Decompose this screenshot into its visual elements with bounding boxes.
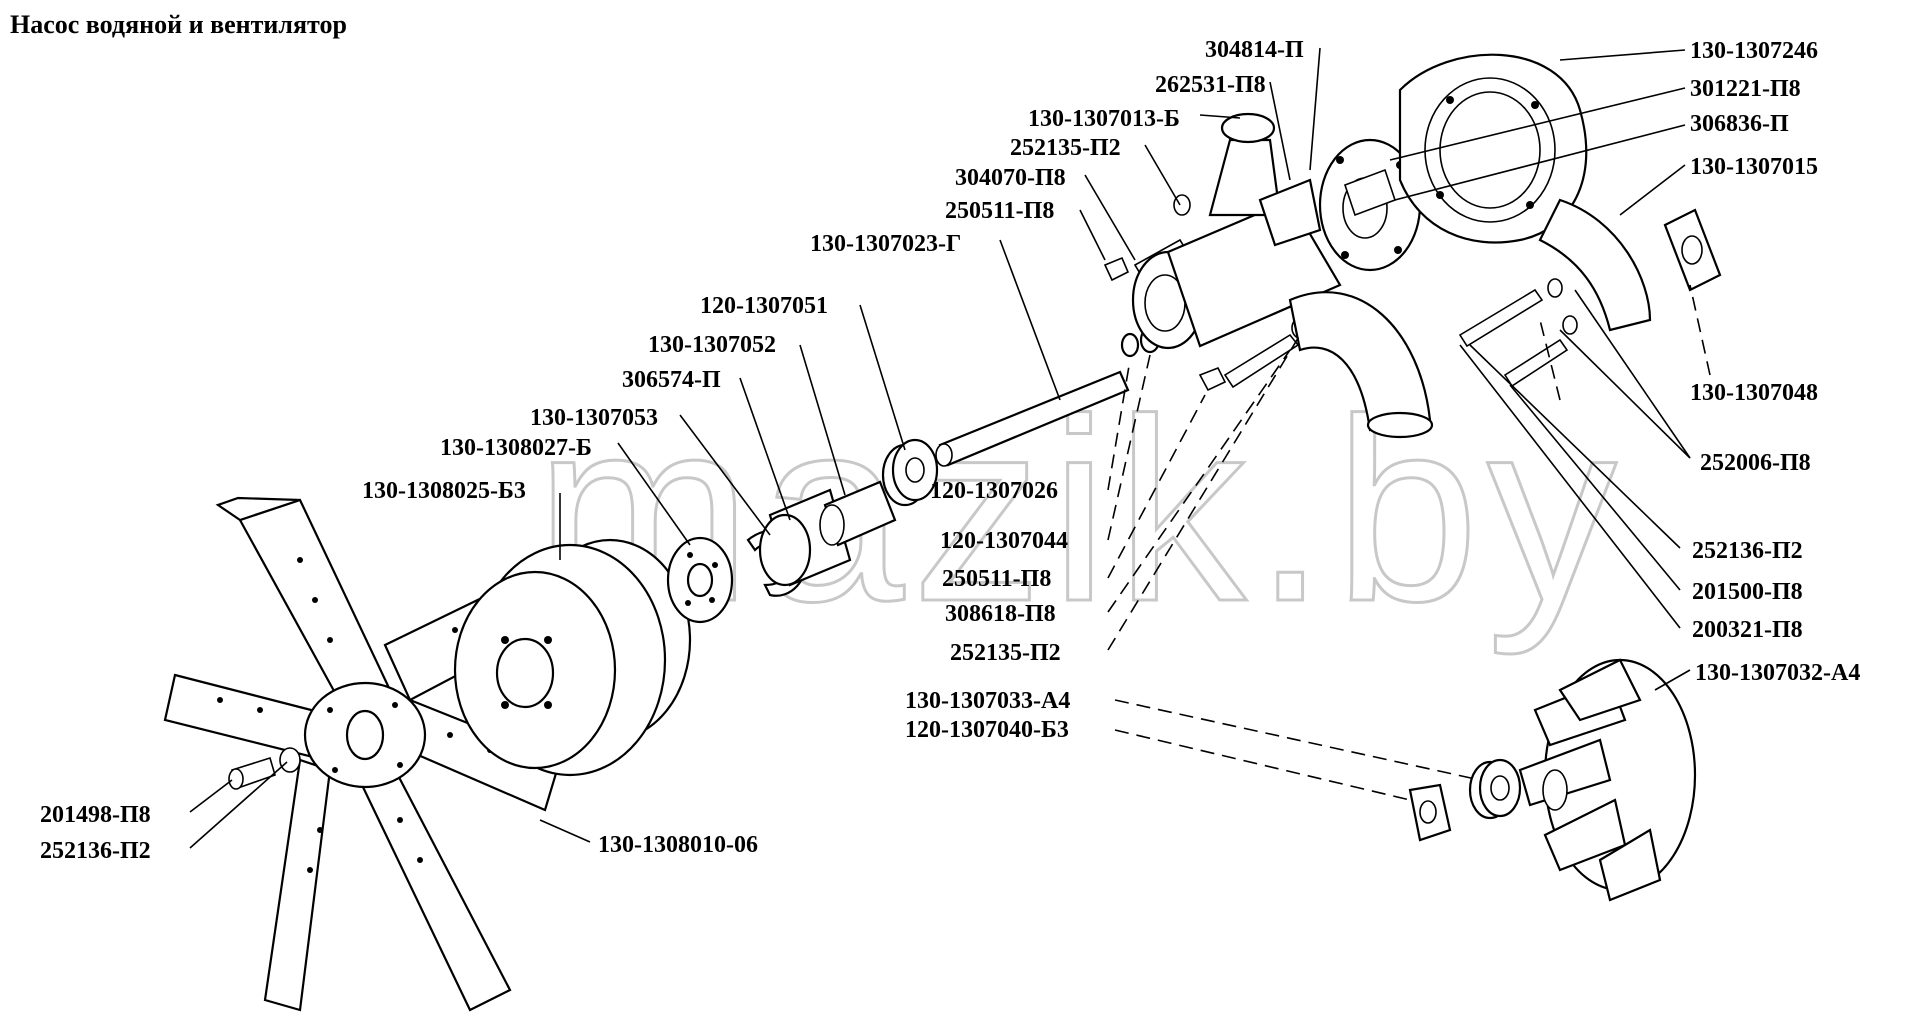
housing-nut — [1198, 366, 1227, 392]
label-252136-p2-right: 252136-П2 — [1692, 538, 1803, 564]
label-201500-p8: 201500-П8 — [1692, 579, 1803, 605]
label-130-1308027-b: 130-1308027-Б — [440, 435, 592, 461]
pump-housing — [1131, 112, 1434, 439]
fan-assembly — [163, 496, 592, 1012]
label-130-1307048: 130-1307048 — [1690, 380, 1818, 406]
pump-cover — [1398, 53, 1652, 332]
label-130-1308025-b3: 130-1308025-Б3 — [362, 478, 526, 504]
label-308618-p8: 308618-П8 — [945, 601, 1056, 627]
label-201498-p8: 201498-П8 — [40, 802, 151, 828]
fan-bolt — [228, 747, 301, 790]
fan-blade-top-tip — [215, 496, 301, 522]
label-120-1307040-b3: 120-1307040-Б3 — [905, 717, 1069, 743]
hub-flange — [666, 536, 734, 624]
impeller — [1518, 658, 1697, 902]
spacer-tube — [819, 480, 897, 547]
label-252135-p2-top: 252135-П2 — [1010, 135, 1121, 161]
part-labels: 304814-П 262531-П8 130-1307013-Б 252135-… — [40, 37, 1860, 864]
label-130-1307246: 130-1307246 — [1690, 38, 1818, 64]
label-130-1307052: 130-1307052 — [648, 332, 776, 358]
label-250511-p8-mid: 250511-П8 — [942, 566, 1051, 592]
label-130-1307015: 130-1307015 — [1690, 154, 1818, 180]
label-304070-p8: 304070-П8 — [955, 165, 1066, 191]
label-120-1307026: 120-1307026 — [930, 478, 1058, 504]
housing-flange — [1318, 138, 1422, 272]
label-306574-p: 306574-П — [622, 367, 721, 393]
fan-center-hole — [345, 709, 385, 761]
label-252136-p2-left: 252136-П2 — [40, 838, 151, 864]
label-130-1307033-a4: 130-1307033-А4 — [905, 688, 1070, 714]
fan-blade-bottom — [348, 758, 512, 1012]
impeller-seal — [1468, 758, 1522, 820]
label-200321-p8: 200321-П8 — [1692, 617, 1803, 643]
label-250511-p8-top: 250511-П8 — [945, 198, 1054, 224]
pump-shaft — [935, 370, 1130, 467]
gasket — [1663, 208, 1722, 292]
label-262531-p8: 262531-П8 — [1155, 72, 1266, 98]
leader-lines — [189, 47, 1711, 849]
label-252135-p2-mid: 252135-П2 — [950, 640, 1061, 666]
label-130-1307013-b: 130-1307013-Б — [1028, 106, 1180, 132]
lock-washer — [1408, 783, 1452, 842]
label-304814-p: 304814-П — [1205, 37, 1304, 63]
pulley — [453, 538, 692, 777]
label-120-1307044: 120-1307044 — [940, 528, 1068, 554]
page-title: Насос водяной и вентилятор — [10, 10, 347, 39]
label-130-1308010-06: 130-1308010-06 — [598, 832, 758, 858]
label-130-1307023-g: 130-1307023-Г — [810, 231, 961, 257]
label-252006-p8: 252006-П8 — [1700, 450, 1811, 476]
fan-washer — [279, 747, 301, 773]
label-130-1307032-a4: 130-1307032-А4 — [1695, 660, 1860, 686]
seal-ring-small — [1120, 332, 1140, 358]
cover-bolts — [1458, 278, 1578, 388]
label-301221-p8: 301221-П8 — [1690, 76, 1801, 102]
front-bearing — [881, 438, 939, 507]
label-306836-p: 306836-П — [1690, 111, 1789, 137]
label-120-1307051: 120-1307051 — [700, 293, 828, 319]
label-130-1307053: 130-1307053 — [530, 405, 658, 431]
fan-blade-lower-left — [263, 758, 332, 1012]
